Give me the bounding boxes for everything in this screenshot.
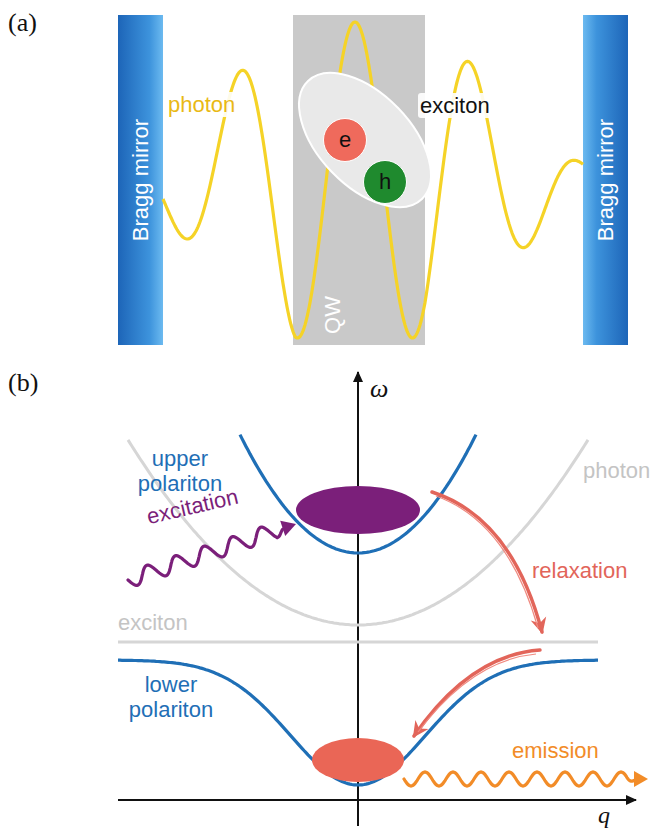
node-label: Bragg mirror (593, 119, 618, 241)
exciton-dispersion (118, 641, 598, 644)
node-label: e (324, 119, 366, 161)
panel-letter: (b) (8, 368, 38, 398)
exciton-ellipse: excitoneh (290, 65, 440, 215)
node-label: h (364, 161, 406, 203)
excitation-wave (128, 527, 283, 585)
relaxation-arrow-texture (436, 496, 538, 628)
relaxation-arrow-texture (418, 654, 536, 732)
process-label: relaxation (532, 558, 627, 583)
upper-population (296, 486, 420, 534)
photon-dispersion (128, 440, 588, 625)
hole-circle: h (363, 160, 407, 204)
bragg-mirror: Bragg mirror (118, 15, 163, 345)
curve-label: photon (583, 458, 650, 483)
q-axis (118, 799, 636, 801)
process-label: emission (512, 738, 599, 763)
node-label: exciton (418, 93, 492, 118)
relaxation-arrow (414, 650, 540, 736)
emission-wave-head (634, 771, 648, 787)
photon-label: photon (166, 92, 237, 117)
emission-wave (404, 772, 634, 786)
axis-label: q (598, 802, 610, 830)
relaxation-arrow (432, 492, 542, 632)
axis-label: ω (370, 374, 388, 404)
wavy-arrows (128, 521, 648, 787)
excitation-wave-head (280, 521, 296, 536)
dispersion-curves (118, 435, 598, 785)
lower-population (312, 738, 404, 782)
node-label: QW (320, 296, 345, 334)
bragg-mirror: Bragg mirror (583, 15, 628, 345)
panel-letter: (a) (8, 8, 37, 38)
curve-label: exciton (118, 610, 188, 635)
electron-circle: e (323, 118, 367, 162)
exciton-shape (275, 49, 455, 231)
photon-wave (163, 22, 583, 338)
branch-label: lower polariton (116, 672, 226, 723)
node-label: Bragg mirror (128, 119, 153, 241)
